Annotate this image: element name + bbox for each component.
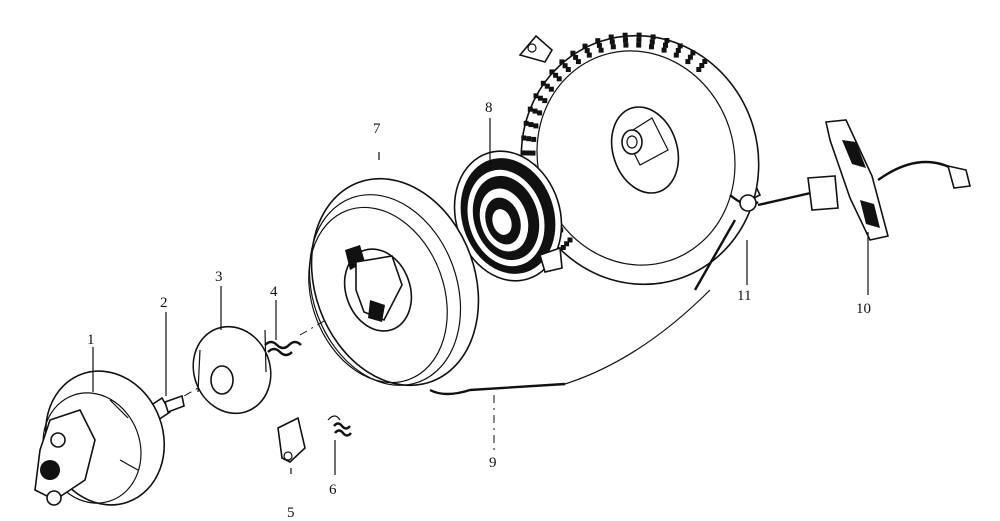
callout-2: 2 (160, 295, 168, 311)
callout-3: 3 (215, 269, 223, 285)
vent-slot (675, 48, 681, 53)
vent-slot (537, 110, 543, 116)
vent-slot (559, 59, 565, 65)
vent-slot (650, 34, 656, 40)
vent-slot (544, 83, 550, 89)
vent-slot (520, 150, 526, 156)
vent-slot (586, 52, 592, 58)
vent-slot (623, 37, 628, 43)
vent-slot (560, 245, 566, 250)
vent-slot (533, 93, 539, 99)
vent-slot (537, 95, 543, 101)
vent-slot (573, 54, 579, 60)
vent-slot (582, 43, 588, 49)
vent-slot (553, 72, 559, 78)
vent-slot (542, 98, 548, 104)
callout-11: 11 (737, 288, 751, 304)
vent-slot (527, 106, 533, 112)
callout-leaders (92, 118, 869, 475)
callout-5: 5 (287, 505, 295, 521)
vent-slot (596, 42, 602, 48)
callout-4: 4 (270, 284, 278, 300)
vent-slot (528, 122, 534, 128)
vent-slot (521, 135, 527, 141)
callout-7: 7 (373, 121, 381, 137)
vent-slot (699, 63, 705, 68)
vent-slot (622, 32, 628, 38)
vent-slot (532, 108, 538, 114)
vent-slot (636, 42, 642, 48)
callout-9: 9 (489, 455, 497, 471)
part-starter-cup (34, 370, 166, 506)
vent-slot (564, 241, 570, 247)
callout-10: 10 (856, 301, 871, 317)
vent-slot (531, 136, 537, 142)
vent-slot (570, 50, 576, 56)
vent-slot (610, 44, 616, 50)
vent-slot (663, 42, 668, 48)
vent-slot (530, 150, 536, 156)
callout-1: 1 (87, 332, 95, 348)
vent-slot (523, 120, 529, 126)
vent-slot (525, 150, 531, 156)
vent-slot (696, 67, 702, 72)
vent-slot (664, 38, 670, 43)
vent-slot (540, 80, 546, 86)
vent-slot (649, 44, 654, 50)
vent-slot (565, 67, 571, 72)
callout-8: 8 (485, 100, 493, 116)
vent-slot (548, 86, 554, 92)
vent-slot (661, 47, 667, 53)
vent-slot (677, 43, 683, 49)
vent-slot (609, 39, 615, 45)
vent-slot (562, 63, 568, 69)
part-friction-plate (192, 325, 272, 415)
part-ratchet-spring (264, 340, 302, 357)
vent-slot (575, 59, 581, 65)
part-starter-handle (757, 119, 971, 241)
vent-slot (526, 136, 532, 142)
vent-slot (595, 38, 601, 44)
vent-slot (649, 39, 655, 45)
vent-slot (623, 42, 629, 48)
vent-slot (690, 50, 696, 56)
vent-slot (687, 54, 693, 60)
part-reel-pulley (308, 177, 711, 396)
vent-slot (636, 37, 642, 43)
vent-slot (556, 76, 562, 82)
callout-labels: 1 2 3 4 5 6 7 8 9 10 11 (87, 100, 871, 521)
callout-6: 6 (329, 482, 337, 498)
part-ratchet-pawl (277, 416, 306, 463)
vent-slot (533, 123, 539, 129)
vent-slot (567, 237, 573, 243)
vent-slot (673, 52, 679, 58)
part-recoil-spring (453, 150, 563, 282)
vent-slot (702, 59, 708, 64)
vent-slot (598, 47, 604, 53)
vent-slot (549, 69, 555, 75)
vent-slot (584, 48, 590, 54)
vent-slot (608, 34, 614, 40)
vent-slot (636, 32, 642, 38)
vent-slot (685, 59, 691, 65)
part-return-spring (327, 415, 352, 437)
